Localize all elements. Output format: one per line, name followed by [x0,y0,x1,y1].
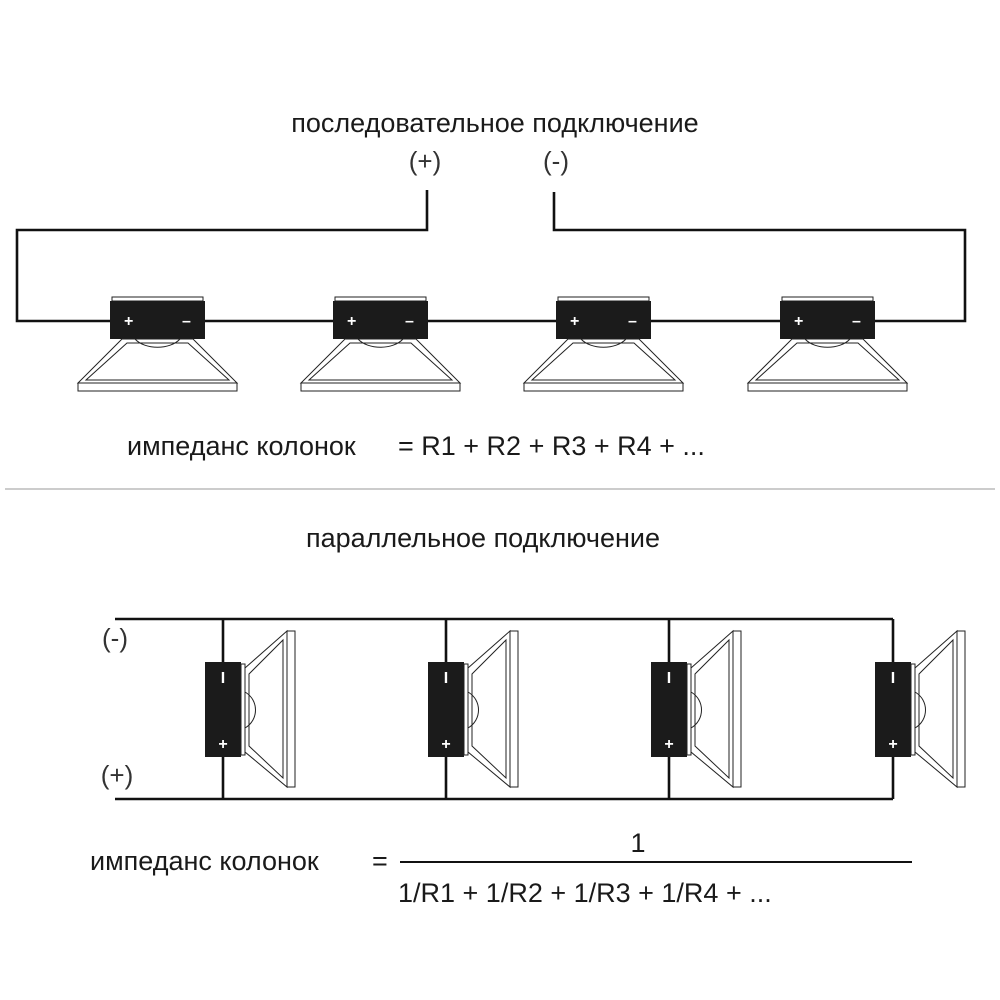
parallel-speaker: I+ [428,619,519,799]
series-plus-wire [15,190,429,323]
parallel-formula-numerator: 1 [630,828,645,858]
speaker-minus-terminal: – [405,313,414,330]
speaker-dust-cap [914,691,926,729]
parallel-formula-denominator: 1/R1 + 1/R2 + 1/R3 + 1/R4 + ... [398,878,772,908]
speaker-magnet [110,301,205,339]
speaker-frame [509,630,519,788]
speaker-magnet [651,662,687,757]
speaker-cone [467,629,511,789]
speaker-plus-terminal: + [124,313,133,330]
speaker-cone-inner [754,342,901,381]
speaker-dust-cap [580,338,627,348]
speaker-minus-terminal: I [891,670,895,687]
speaker-dust-cap [244,691,256,729]
speaker-magnet [780,301,875,339]
speaker-plus-terminal: + [570,313,579,330]
speaker-cone-inner [248,638,284,780]
speaker-frame [732,630,742,788]
series-title: последовательное подключение [291,108,698,138]
parallel-speaker: I+ [875,619,966,799]
speaker-cone-inner [471,638,507,780]
parallel-speakers: I+I+I+I+ [205,619,966,799]
parallel-wiring [115,617,893,801]
parallel-plus-terminal-label: (+) [101,760,134,790]
speaker-frame [286,630,296,788]
speaker-plus-terminal: + [441,736,450,753]
speaker-minus-terminal: – [852,313,861,330]
speaker-cone [299,338,462,384]
parallel-minus-terminal-label: (-) [102,623,128,653]
speaker-cone [244,629,288,789]
series-speaker: +– [746,296,909,392]
speaker-dust-cap [467,691,479,729]
parallel-formula-equals: = [372,846,388,876]
parallel-title: параллельное подключение [306,523,660,553]
speaker-minus-terminal: I [221,670,225,687]
speaker-frame [956,630,966,788]
speaker-magnet [205,662,241,757]
series-speaker: +– [299,296,462,392]
series-speaker: +– [522,296,685,392]
speaker-cone [522,338,685,384]
speaker-frame [300,382,461,392]
speaker-dust-cap [690,691,702,729]
speaker-frame [523,382,684,392]
speaker-frame [77,382,238,392]
speaker-plus-terminal: + [347,313,356,330]
speaker-cone [746,338,909,384]
speaker-cone [914,629,958,789]
speaker-magnet [428,662,464,757]
speaker-cone [690,629,734,789]
series-minus-terminal-label: (-) [543,146,569,176]
speaker-minus-terminal: I [444,670,448,687]
speaker-plus-terminal: + [664,736,673,753]
parallel-formula-label: импеданс колонок [90,846,319,876]
speaker-dust-cap [357,338,404,348]
speaker-plus-terminal: + [794,313,803,330]
speaker-dust-cap [804,338,851,348]
speaker-cone-inner [530,342,677,381]
speaker-dust-cap [134,338,181,348]
parallel-speaker: I+ [205,619,296,799]
series-formula: = R1 + R2 + R3 + R4 + ... [398,431,705,461]
speaker-minus-terminal: – [628,313,637,330]
speaker-frame [747,382,908,392]
speaker-magnet [556,301,651,339]
series-speaker: +– [76,296,239,392]
speaker-plus-terminal: + [218,736,227,753]
series-speakers: +–+–+–+– [76,296,909,392]
speaker-magnet [333,301,428,339]
parallel-speaker: I+ [651,619,742,799]
speaker-cone-inner [307,342,454,381]
speaker-cone-inner [84,342,231,381]
speaker-cone-inner [918,638,954,780]
series-wiring [15,190,967,323]
speaker-magnet [875,662,911,757]
series-plus-terminal-label: (+) [409,146,442,176]
speaker-cone-inner [694,638,730,780]
series-formula-label: импеданс колонок [127,431,356,461]
speaker-minus-terminal: – [182,313,191,330]
speaker-minus-terminal: I [667,670,671,687]
speaker-cone [76,338,239,384]
speaker-plus-terminal: + [888,736,897,753]
series-minus-wire [552,192,967,323]
